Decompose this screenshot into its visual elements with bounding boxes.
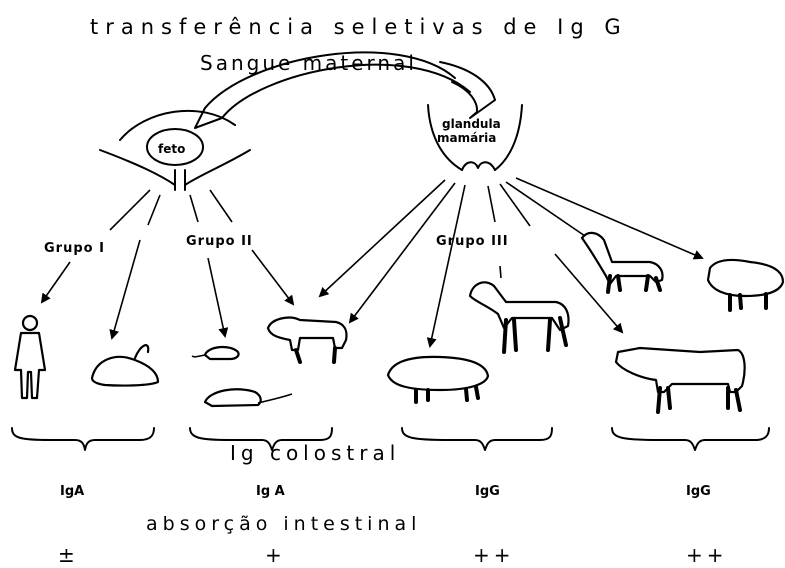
gland-label-line2: mamária: [437, 131, 496, 145]
absorption-level-3: ++: [473, 543, 515, 567]
human-figure: [15, 316, 45, 398]
absorption-label: absorção intestinal: [146, 513, 421, 535]
group-2-label: Grupo II: [186, 234, 253, 249]
horse-figure: [470, 266, 569, 352]
ig-type-1: IgA: [60, 484, 84, 499]
group-1-label: Grupo I: [44, 241, 105, 256]
absorption-level-1: ±: [58, 543, 79, 567]
maternal-blood-label: Sangue maternal: [200, 51, 417, 75]
diagram-title: transferência seletivas de Ig G: [90, 15, 628, 39]
ig-type-4: IgG: [686, 484, 711, 499]
cow-figure: [616, 348, 745, 412]
sheep-figure: [708, 260, 783, 310]
absorption-level-4: ++: [686, 543, 728, 567]
colostral-label: Ig colostral: [230, 441, 400, 465]
absorption-level-2: +: [265, 543, 286, 567]
rabbit-figure: [92, 345, 158, 385]
gland-label-line1: glandula: [442, 117, 501, 131]
fetus-placenta: feto: [100, 111, 250, 190]
placenta-distribution-lines: [110, 190, 232, 230]
dog-figure: [268, 318, 347, 362]
rat-figure: [205, 389, 292, 406]
mouse-figure: [192, 347, 239, 359]
ig-type-3: IgG: [475, 484, 500, 499]
pig-figure: [388, 357, 488, 402]
goat-figure: [582, 233, 663, 292]
fetus-label: feto: [158, 142, 185, 156]
ig-type-2: Ig A: [256, 484, 285, 499]
group-3-label: Grupo III: [436, 234, 509, 249]
